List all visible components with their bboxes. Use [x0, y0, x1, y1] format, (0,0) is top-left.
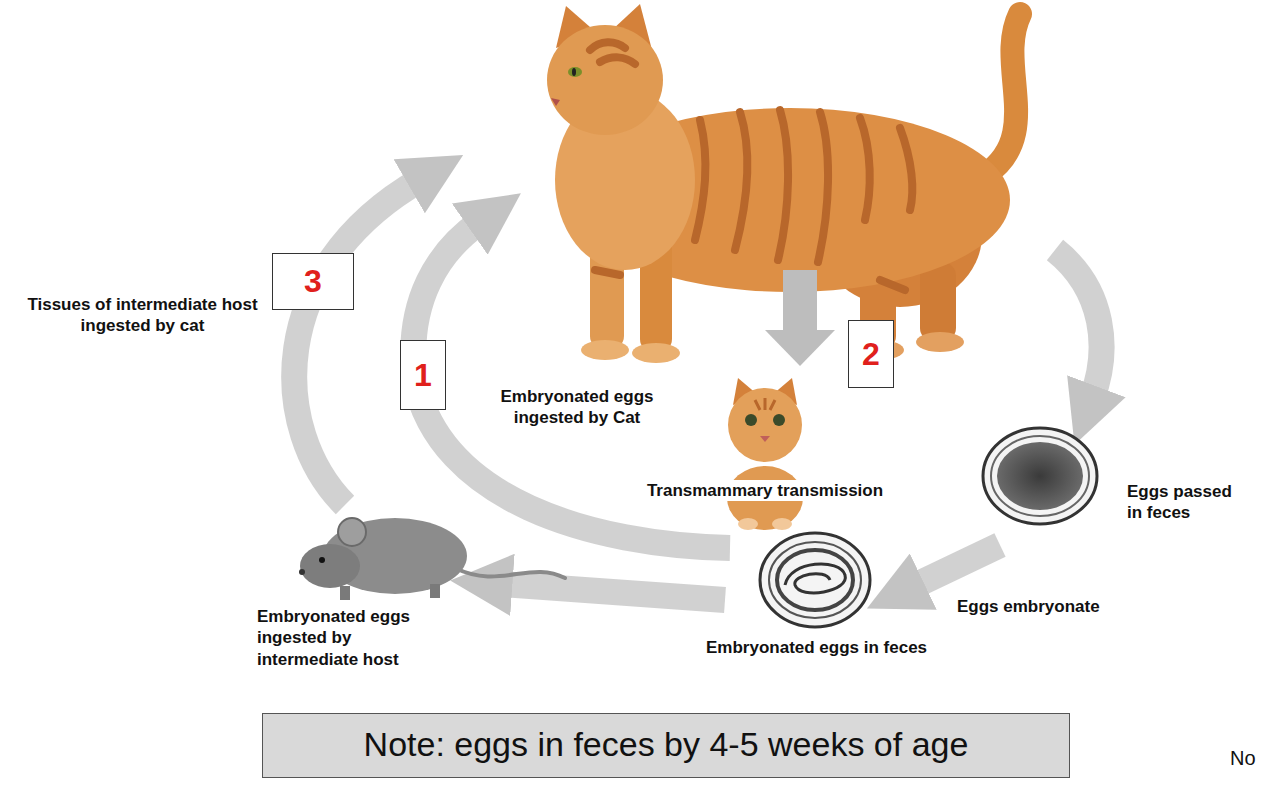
callout-number: 3: [304, 265, 322, 297]
cat-illustration: [547, 4, 1020, 363]
stage-label: Tissues of intermediate host ingested by…: [25, 294, 260, 337]
stage-label: Eggs embryonate: [957, 596, 1127, 617]
cut-off-text: No: [1230, 746, 1260, 771]
callout-number-box: 3: [272, 253, 354, 310]
embryonated-egg: [760, 533, 870, 627]
stage-label: Embryonated eggs ingested by Cat: [482, 386, 672, 429]
callout-number: 2: [862, 338, 880, 370]
egg-in-feces: [983, 428, 1097, 524]
callout-number: 1: [414, 359, 432, 391]
stage-label: Eggs passed in feces: [1127, 481, 1247, 524]
mouse-illustration: [299, 518, 565, 600]
note-text: Note: eggs in feces by 4-5 weeks of age: [364, 726, 969, 763]
note-box: Note: eggs in feces by 4-5 weeks of age: [262, 713, 1070, 778]
stage-label: Embryonated eggs in feces: [706, 637, 956, 658]
kitten-illustration: [727, 378, 803, 530]
cycle-arrow: [500, 584, 725, 600]
cycle-arrow: [1055, 250, 1102, 398]
stage-label: Embryonated eggs ingested by intermediat…: [257, 606, 429, 670]
down-arrow: [765, 270, 835, 366]
stage-label: Transmammary transmission: [625, 480, 905, 501]
callout-number-box: 1: [400, 340, 446, 410]
callout-number-box: 2: [848, 320, 894, 388]
cycle-arrow: [912, 545, 1000, 587]
